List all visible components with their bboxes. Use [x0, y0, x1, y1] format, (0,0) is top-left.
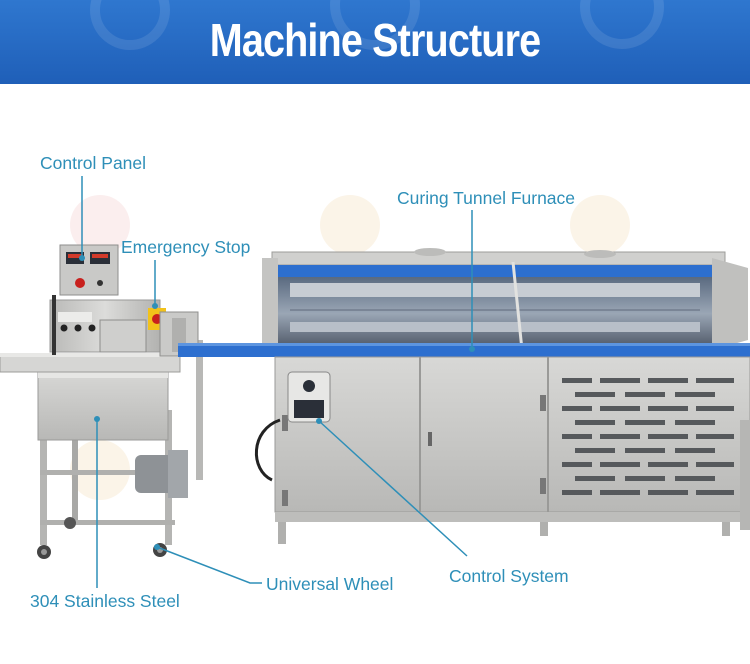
label-304-stainless-steel: 304 Stainless Steel — [30, 591, 180, 611]
vent-slots — [562, 378, 734, 495]
label-emergency-stop: Emergency Stop — [121, 237, 251, 257]
label-curing-tunnel-furnace: Curing Tunnel Furnace — [397, 188, 576, 208]
watermark-ring — [330, 0, 420, 50]
watermark-ring — [90, 0, 170, 50]
coating-machine — [0, 244, 203, 559]
label-universal-wheel: Universal Wheel — [266, 574, 394, 594]
label-control-panel: Control Panel — [40, 153, 147, 173]
watermark-ring — [580, 0, 664, 49]
label-control-system: Control System — [449, 566, 569, 586]
curing-tunnel — [178, 248, 750, 544]
banner-title: Machine Structure — [209, 14, 541, 66]
header-banner: Machine Structure — [0, 0, 750, 84]
